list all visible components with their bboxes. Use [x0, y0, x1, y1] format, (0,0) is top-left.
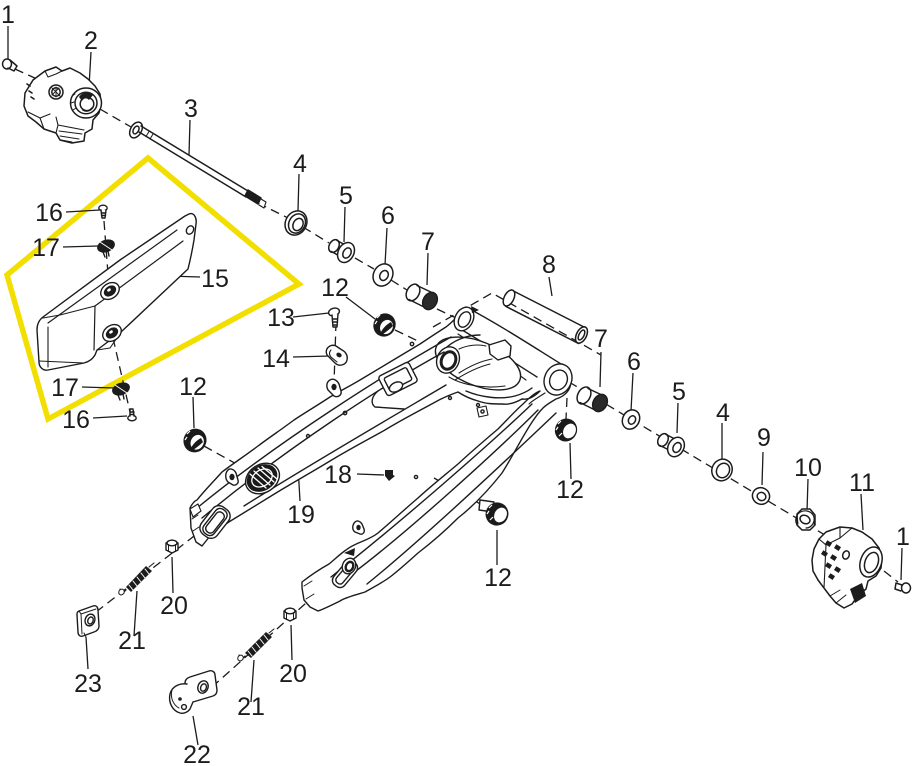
svg-text:20: 20: [279, 660, 307, 688]
svg-text:16: 16: [35, 199, 63, 227]
svg-text:4: 4: [716, 399, 730, 427]
svg-text:5: 5: [339, 182, 353, 210]
svg-text:7: 7: [594, 325, 608, 353]
svg-text:4: 4: [293, 150, 307, 178]
svg-text:1: 1: [1, 1, 15, 29]
svg-text:12: 12: [556, 476, 584, 504]
svg-text:21: 21: [118, 627, 146, 655]
svg-text:9: 9: [757, 424, 771, 452]
svg-text:15: 15: [201, 265, 229, 293]
svg-text:1: 1: [896, 523, 910, 551]
svg-text:17: 17: [51, 374, 79, 402]
svg-text:7: 7: [421, 228, 435, 256]
svg-text:13: 13: [267, 304, 295, 332]
svg-text:19: 19: [287, 501, 315, 529]
svg-text:6: 6: [381, 202, 395, 230]
svg-text:6: 6: [627, 348, 641, 376]
svg-text:18: 18: [324, 461, 352, 489]
svg-text:22: 22: [183, 741, 211, 766]
svg-text:11: 11: [849, 469, 875, 497]
svg-text:3: 3: [184, 95, 198, 123]
svg-text:14: 14: [262, 345, 290, 373]
svg-text:12: 12: [179, 373, 207, 401]
svg-text:8: 8: [542, 251, 556, 279]
svg-text:17: 17: [32, 234, 60, 262]
svg-text:5: 5: [672, 378, 686, 406]
svg-text:12: 12: [321, 274, 349, 302]
svg-text:21: 21: [237, 693, 265, 721]
svg-text:2: 2: [84, 27, 98, 55]
svg-text:20: 20: [160, 592, 188, 620]
svg-text:16: 16: [62, 406, 90, 434]
svg-text:12: 12: [484, 564, 512, 592]
svg-text:10: 10: [794, 454, 822, 482]
svg-text:23: 23: [74, 670, 102, 698]
